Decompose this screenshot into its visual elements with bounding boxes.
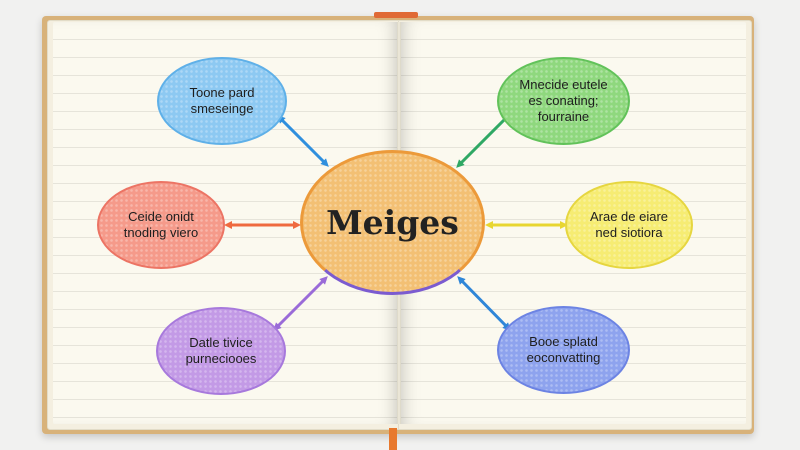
bookmark-ribbon-bottom <box>389 428 397 450</box>
node-label-line: Toone pard <box>189 85 255 100</box>
node-mid-left[interactable]: Ceide onidt tnoding viero <box>97 181 225 269</box>
bookmark-ribbon-top <box>374 12 418 18</box>
arrow-top-left <box>277 115 329 167</box>
node-bottom-right[interactable]: Booe splatd eoconvatting <box>497 306 630 394</box>
node-mid-right[interactable]: Arae de eiare ned siotiora <box>565 181 693 269</box>
node-label-line: smeseinge <box>190 101 254 116</box>
node-label-line: ned siotiora <box>595 225 663 240</box>
node-label-line: Ceide onidt <box>128 209 194 224</box>
node-label-line: Datle tivice <box>189 335 253 350</box>
node-label-line: Mnecide eutele <box>519 77 608 92</box>
node-top-right[interactable]: Mnecide eutele es conating; fourraine <box>497 57 630 145</box>
center-node[interactable]: Meiges <box>300 150 485 295</box>
node-label-line: eoconvatting <box>526 350 601 365</box>
center-node-label: Meiges <box>326 202 459 242</box>
arrow-top-right <box>456 113 511 168</box>
arrow-bottom-right <box>457 276 511 331</box>
node-label-line: tnoding viero <box>123 225 199 240</box>
node-label-line: Arae de eiare <box>589 209 669 224</box>
node-label-line: fourraine <box>537 109 590 124</box>
node-top-left[interactable]: Toone pard smeseinge <box>157 57 287 145</box>
node-label-line: es conating; <box>528 93 599 108</box>
node-bottom-left[interactable]: Datle tivice purneciooes <box>156 307 286 395</box>
arrow-bottom-left <box>273 276 328 331</box>
node-label-line: purneciooes <box>185 351 257 366</box>
node-label-line: Booe splatd <box>529 334 598 349</box>
